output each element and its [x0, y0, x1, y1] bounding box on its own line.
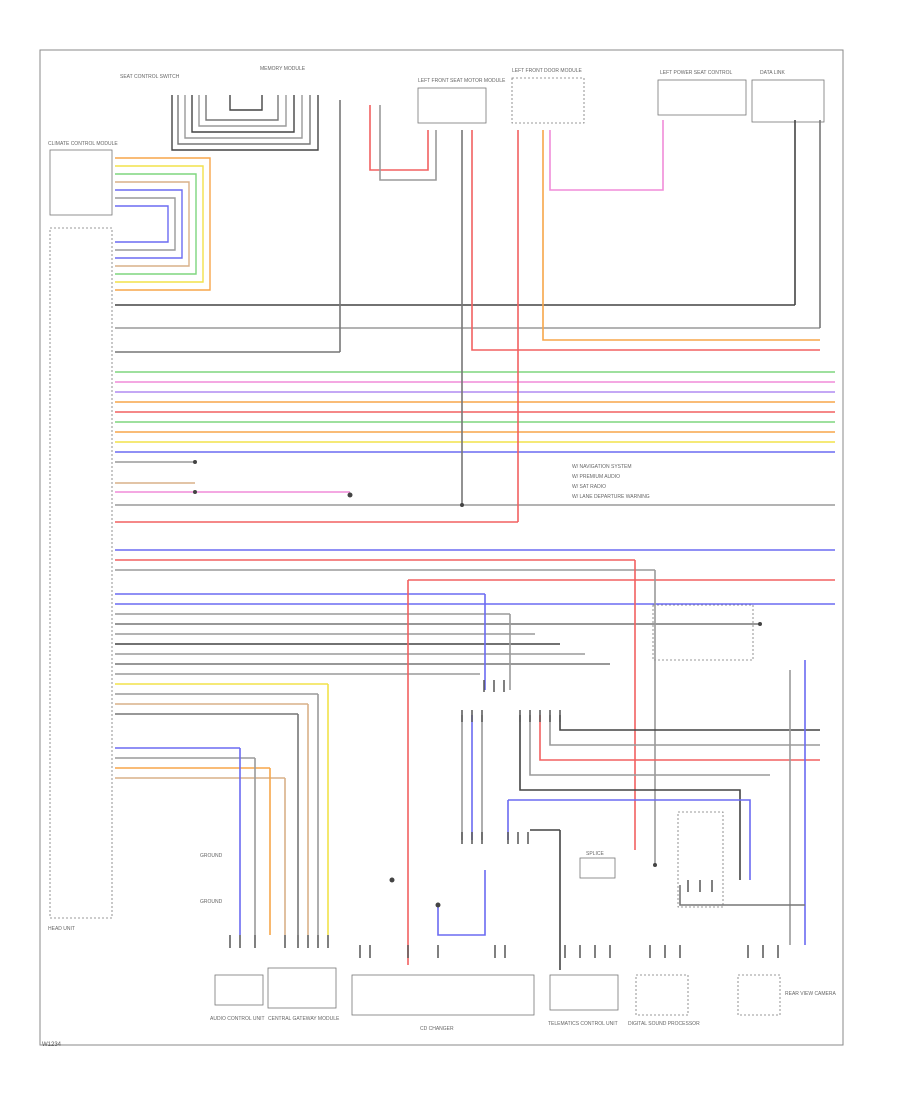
- label-left-panel: HEAD UNIT: [48, 926, 75, 932]
- climate-loop-wires: [115, 157, 211, 291]
- label-bottom-3: CD CHANGER: [420, 1026, 454, 1032]
- bottom-2-box: [267, 967, 337, 1009]
- page-id: W1234: [42, 1042, 62, 1048]
- connector-ticks: [229, 680, 779, 958]
- label-upper-module-c: LEFT FRONT DOOR MODULE: [512, 68, 582, 74]
- diagram-frame: [39, 49, 844, 1046]
- bottom-6-box: [737, 974, 781, 1016]
- note-2: W/ PREMIUM AUDIO: [572, 474, 620, 480]
- mid-right-box: [652, 604, 754, 661]
- vertical-wires: [239, 100, 821, 970]
- component-boxes: [49, 77, 825, 1016]
- label-top-left-switch: SEAT CONTROL SWITCH: [120, 74, 180, 80]
- upper-module-c-box: [511, 77, 585, 124]
- label-left-ground-2: GROUND: [200, 899, 223, 905]
- splice-dots: [193, 460, 762, 908]
- upper-module-a-box: [417, 87, 487, 124]
- label-upper-module-a: LEFT FRONT SEAT MOTOR MODULE: [418, 78, 506, 84]
- label-upper-module-d: DATA LINK: [760, 70, 785, 76]
- top-switch-wires: [171, 95, 319, 151]
- label-left-ground-1: GROUND: [200, 853, 223, 859]
- upper-module-d-box: [751, 79, 825, 123]
- head-unit-box: [49, 227, 113, 919]
- splice-box: [579, 857, 616, 879]
- label-top-center-module: MEMORY MODULE: [260, 66, 306, 72]
- climate-module-box: [49, 149, 113, 216]
- label-upper-module-b: LEFT POWER SEAT CONTROL: [660, 70, 732, 76]
- bottom-1-box: [214, 974, 264, 1006]
- bottom-3-box: [351, 974, 535, 1016]
- label-bottom-4: TELEMATICS CONTROL UNIT: [548, 1021, 618, 1027]
- bottom-5-box: [635, 974, 689, 1016]
- note-1: W/ NAVIGATION SYSTEM: [572, 464, 632, 470]
- bottom-4-box: [549, 974, 619, 1011]
- lower-right-box: [677, 811, 724, 908]
- label-bottom-5: DIGITAL SOUND PROCESSOR: [628, 1021, 700, 1027]
- note-3: W/ SAT RADIO: [572, 484, 606, 490]
- note-4: W/ LANE DEPARTURE WARNING: [572, 494, 650, 500]
- upper-module-b-box: [657, 79, 747, 116]
- label-bottom-1: AUDIO CONTROL UNIT: [210, 1016, 265, 1022]
- label-bottom-2: CENTRAL GATEWAY MODULE: [268, 1016, 340, 1022]
- label-mid-splice: SPLICE: [586, 851, 604, 857]
- label-left-module: CLIMATE CONTROL MODULE: [48, 141, 118, 147]
- bus-wires: [115, 304, 835, 779]
- label-bottom-6: REAR VIEW CAMERA: [785, 991, 837, 997]
